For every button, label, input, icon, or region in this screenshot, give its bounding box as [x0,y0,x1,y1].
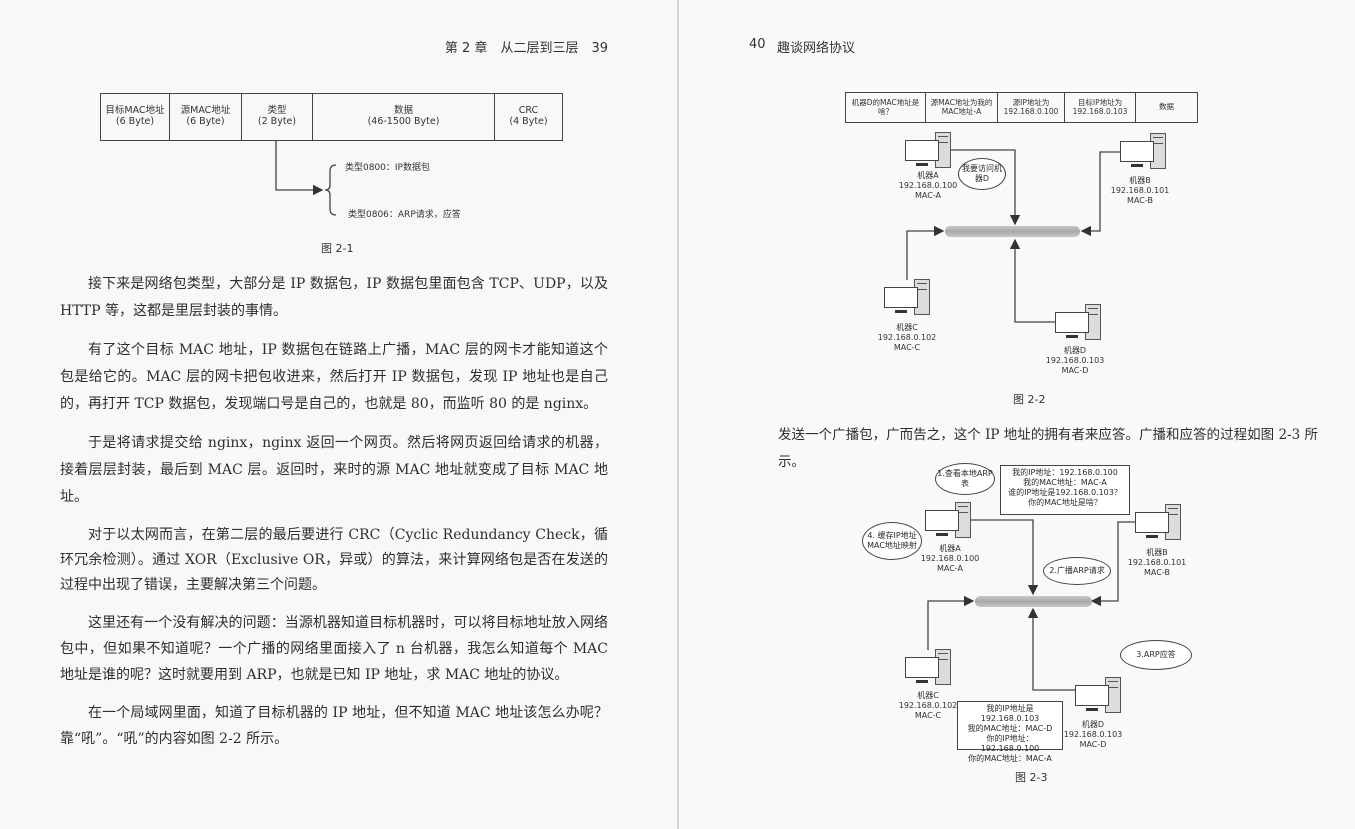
paragraph: 对于以太网而言，在第二层的最后要进行 CRC（Cyclic Redundancy… [60,527,608,593]
cell-size: (4 Byte) [509,116,548,127]
page-number: 40 [749,37,766,52]
label-line: 我的MAC地址：MAC-A [1023,478,1107,487]
label-line: 192.168.0.103 [1063,730,1123,739]
label-line: 我的MAC地址：MAC-D [967,724,1053,733]
computer-icon [884,279,930,315]
speech-bubble-step-1: 1.查看本地ARP表 [935,463,995,495]
cell-title: 类型 [267,105,287,117]
label-line: 你的IP地址：192.168.0.100 [980,734,1040,753]
frame-cell-data: 数据(46-1500 Byte) [312,93,495,141]
computer-icon [1075,677,1121,713]
label-line: 我的IP地址是192.168.0.103 [980,704,1040,723]
network-bus [975,596,1092,607]
type-0806-label: 类型0806：ARP请求，应答 [348,210,461,220]
label-line: 我的IP地址：192.168.0.100 [1012,468,1118,477]
page-header: 第 2 章 从二层到三层 39 [444,41,608,56]
speech-bubble-step-3: 3.ARP应答 [1120,640,1192,670]
label-line: 192.168.0.101 [1110,186,1170,195]
label-line: 机器D [1081,720,1105,729]
ethernet-frame-table: 目标MAC地址(6 Byte) 源MAC地址(6 Byte) 类型(2 Byte… [100,93,563,141]
computer-icon [905,649,951,685]
speech-bubble-step-4: 4. 缓存IP地址MAC地址映射 [862,522,922,560]
paragraph: 在一个局域网里面，知道了目标机器的 IP 地址，但不知道 MAC 地址该怎么办呢… [60,705,608,747]
paragraph: 有了这个目标 MAC 地址，IP 数据包在链路上广播，MAC 层的网卡才能知道这… [60,342,608,412]
packet-cell-src-ip: 源IP地址为192.168.0.100 [997,92,1065,123]
page-header: 趣谈网络协议 [777,41,856,56]
figure-caption: 图 2-3 [1015,771,1048,784]
cell-size: (6 Byte) [186,116,225,127]
frame-cell-crc: CRC(4 Byte) [494,93,563,141]
speech-bubble-step-2: 2.广播ARP请求 [1043,557,1111,585]
packet-cell-dst-ip: 目标IP地址为192.168.0.103 [1064,92,1136,123]
label-line: MAC-A [914,191,941,200]
frame-cell-dest-mac: 目标MAC地址(6 Byte) [100,93,170,141]
cell-size: (2 Byte) [257,116,297,127]
packet-cell-data: 数据 [1135,92,1198,123]
label-line: 192.168.0.102 [877,333,937,342]
paragraph: 这里还有一个没有解决的问题：当源机器知道目标机器时，可以将目标地址放入网络包中，… [60,615,608,683]
label-line: 你的MAC地址：MAC-A [968,754,1052,763]
packet-cell-src-mac: 源MAC地址为我的MAC地址-A [925,92,998,123]
frame-cell-type: 类型(2 Byte) [241,93,313,141]
computer-icon [1135,504,1181,540]
label-line: MAC-B [1144,568,1170,577]
figure-caption: 图 2-2 [1013,393,1046,406]
cell-title: 数据 [393,105,413,117]
label-line: 机器C [917,691,939,700]
label-line: MAC-A [936,564,963,573]
label-line: 机器A [917,171,939,180]
packet-cell-question: 机器D的MAC地址是啥？ [845,92,926,123]
label-line: 192.168.0.100 [898,181,958,190]
label-line: 192.168.0.100 [920,554,980,563]
cell-title: 源MAC地址 [180,105,231,117]
label-line: 机器B [1146,548,1168,557]
label-line: MAC-D [1079,740,1107,749]
label-line: MAC-D [1061,366,1089,375]
figure-caption: 图 2-1 [321,242,354,255]
label-line: 机器D [1063,346,1087,355]
computer-icon [1120,133,1166,169]
label-line: 机器B [1129,176,1151,185]
paragraph: 于是将请求提交给 nginx，nginx 返回一个网页。然后将网页返回给请求的机… [60,435,608,505]
network-bus [945,226,1080,237]
computer-icon [905,132,951,168]
arp-request-packet-table: 机器D的MAC地址是啥？ 源MAC地址为我的MAC地址-A 源IP地址为192.… [845,92,1198,123]
speech-bubble: 我要访问机器D [958,158,1006,190]
book-gutter [677,0,679,829]
cell-size: (6 Byte) [115,116,155,127]
frame-cell-src-mac: 源MAC地址(6 Byte) [169,93,242,141]
label-line: 机器A [939,544,961,553]
label-line: 192.168.0.102 [898,701,958,710]
computer-icon [925,502,971,538]
paragraph: 接下来是网络包类型，大部分是 IP 数据包，IP 数据包里面包含 TCP、UDP… [60,276,608,319]
cell-title: CRC [518,105,539,117]
label-line: 谁的IP地址是192.168.0.103？ [1008,488,1122,497]
right-page [679,0,1355,829]
body-text: 接下来是网络包类型，大部分是 IP 数据包，IP 数据包里面包含 TCP、UDP… [60,271,608,752]
label-line: 192.168.0.103 [1045,356,1105,365]
body-text: 发送一个广播包，广而告之，这个 IP 地址的拥有者来应答。广播和应答的过程如图 … [778,427,1318,470]
label-line: MAC-C [893,343,921,352]
label-line: MAC-C [914,711,942,720]
label-line: 你的MAC地址是啥？ [1028,498,1102,507]
computer-icon [1055,304,1101,340]
label-line: 192.168.0.101 [1127,558,1187,567]
label-line: MAC-B [1127,196,1153,205]
cell-title: 目标MAC地址 [105,105,165,117]
cell-size: (46-1500 Byte) [367,116,440,127]
type-0800-label: 类型0800：IP数据包 [345,163,430,173]
label-line: 机器C [896,323,918,332]
